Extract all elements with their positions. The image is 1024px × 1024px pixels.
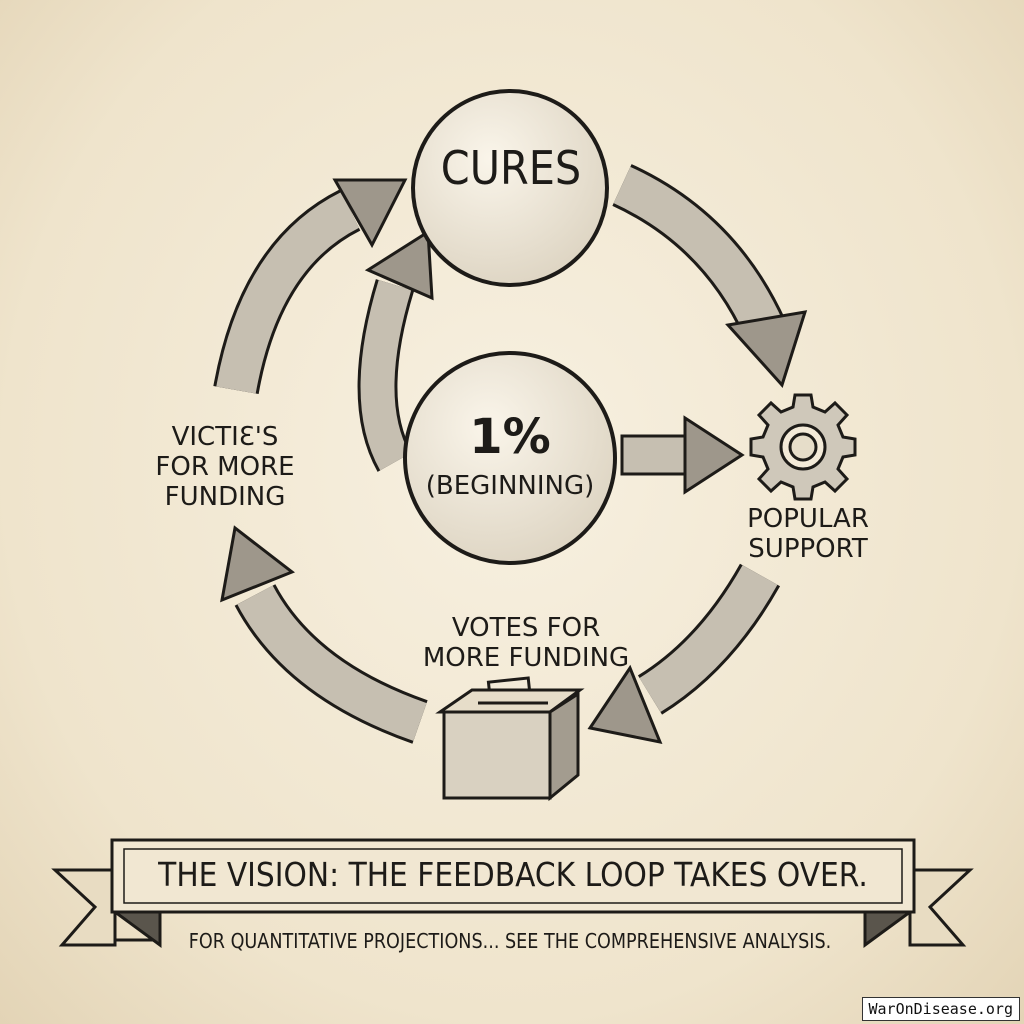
popular-support-line-1: POPULAR [747,504,869,534]
arrow-votes-to-victories [220,525,428,744]
cures-node [411,89,609,287]
arrow-victories-to-cures [213,178,408,395]
banner-subtitle: FOR QUANTITATIVE PROJECTIONS... SEE THE … [188,929,832,953]
arrow-cures-to-support [612,164,808,388]
arrow-beginning-to-cures [357,229,434,472]
votes-label: VOTES FOR MORE FUNDING [422,613,630,674]
victories-label: VICTIƐ'S FOR MORE FUNDING [155,422,295,513]
victories-line-3: FUNDING [164,481,286,512]
beginning-node [403,351,617,565]
gear-icon [749,393,857,501]
votes-line-1: VOTES FOR [451,613,601,643]
victories-line-1: VICTIƐ'S [171,422,279,452]
ballot-box-icon [435,676,585,802]
beginning-percent: 1% [469,409,551,465]
banner-title: THE VISION: THE FEEDBACK LOOP TAKES OVER… [158,855,868,894]
victories-line-2: FOR MORE [155,451,295,482]
cures-label: CURES [440,141,582,195]
popular-support-line-2: SUPPORT [748,533,868,564]
popular-support-label: POPULAR SUPPORT [747,504,869,565]
banner [51,838,974,948]
arrow-support-to-votes [587,563,781,745]
watermark-link[interactable]: WarOnDisease.org [861,997,1020,1021]
arrow-beginning-to-support [620,415,745,495]
votes-line-2: MORE FUNDING [422,642,630,673]
beginning-label: (BEGINNING) [425,471,595,501]
